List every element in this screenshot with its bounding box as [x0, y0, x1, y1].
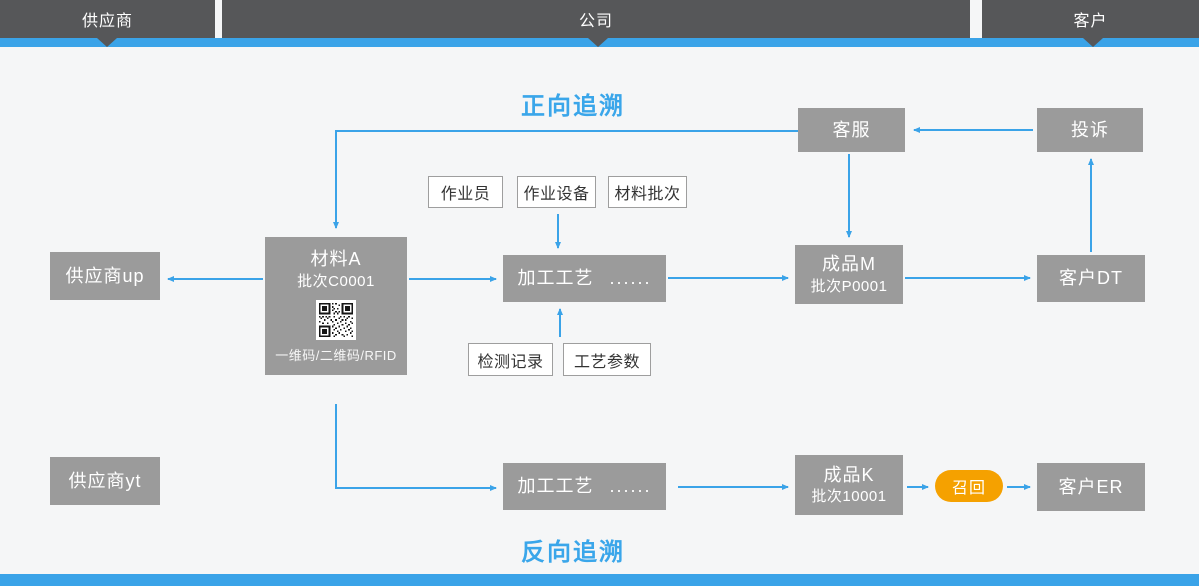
tag-material-batch: 材料批次: [608, 176, 687, 208]
pointer-triangle-company: [588, 38, 608, 47]
header-segment-customer: 客户: [982, 0, 1199, 38]
node-product-m: 成品M 批次P0001: [795, 245, 903, 304]
header-label-customer: 客户: [1073, 13, 1108, 30]
pointer-triangle-supplier: [97, 38, 117, 47]
recall-badge: 召回: [935, 470, 1003, 502]
node-supplier-yt: 供应商yt: [50, 457, 160, 505]
node-supplier-up-label: 供应商up: [65, 265, 145, 286]
pointer-triangle-customer: [1083, 38, 1103, 47]
node-material-a-caption: 一维码/二维码/RFID: [275, 348, 397, 363]
node-customer-dt: 客户DT: [1037, 255, 1145, 302]
node-material-a-title: 材料A: [310, 249, 362, 270]
node-product-k: 成品K 批次10001: [795, 455, 903, 515]
header-label-supplier: 供应商: [81, 13, 133, 30]
node-product-m-title: 成品M: [822, 254, 876, 275]
node-process-2-title: 加工工艺: [517, 476, 594, 497]
qr-code-icon: [316, 300, 356, 340]
node-supplier-up: 供应商up: [50, 252, 160, 300]
header-label-company: 公司: [578, 13, 613, 30]
node-process-1-dots: ......: [609, 268, 652, 289]
tag-operator: 作业员: [428, 176, 503, 208]
node-complaint: 投诉: [1037, 108, 1143, 152]
recall-badge-label: 召回: [951, 480, 986, 497]
backward-trace-title: 反向追溯: [521, 539, 625, 566]
node-material-a-batch: 批次C0001: [297, 272, 375, 290]
node-customer-dt-label: 客户DT: [1059, 268, 1123, 289]
node-process-2-dots: ......: [609, 476, 652, 497]
node-product-m-batch: 批次P0001: [810, 277, 888, 295]
node-supplier-yt-label: 供应商yt: [68, 470, 142, 491]
node-customer-service: 客服: [798, 108, 905, 152]
arrow-material-a-to-process-2: [335, 404, 497, 491]
forward-trace-title: 正向追溯: [521, 93, 625, 120]
node-material-a: 材料A 批次C0001: [265, 237, 407, 375]
node-complaint-label: 投诉: [1071, 119, 1109, 140]
node-process-1: 加工工艺 ......: [503, 255, 666, 302]
tag-process-params: 工艺参数: [563, 343, 651, 376]
node-product-k-batch: 批次10001: [811, 488, 887, 506]
bottom-accent-bar: [0, 574, 1199, 586]
tag-inspection-record: 检测记录: [468, 343, 553, 376]
node-customer-er: 客户ER: [1037, 463, 1145, 511]
header-segment-supplier: 供应商: [0, 0, 215, 38]
node-customer-er-label: 客户ER: [1058, 476, 1124, 497]
node-customer-service-label: 客服: [832, 119, 871, 140]
node-process-1-title: 加工工艺: [517, 268, 594, 289]
node-process-2: 加工工艺 ......: [503, 463, 666, 510]
tag-equipment: 作业设备: [517, 176, 596, 208]
node-product-k-title: 成品K: [823, 464, 875, 485]
header-segment-company: 公司: [222, 0, 970, 38]
